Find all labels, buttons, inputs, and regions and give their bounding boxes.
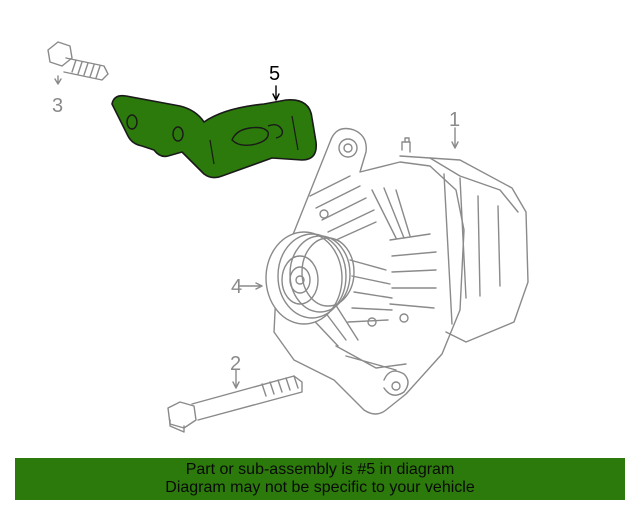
footer-line-disclaimer: Diagram may not be specific to your vehi… <box>165 479 475 496</box>
bracket-icon[interactable] <box>111 85 318 179</box>
bolt-small-icon[interactable] <box>47 41 109 85</box>
pulley-icon[interactable] <box>239 231 355 325</box>
footer-banner: Part or sub-assembly is #5 in diagram Di… <box>15 458 625 500</box>
callout-part-2: 2 <box>230 353 242 375</box>
callout-part-3: 3 <box>52 95 64 117</box>
footer-line-part: Part or sub-assembly is #5 in diagram <box>185 461 455 478</box>
alternator-icon[interactable] <box>273 127 529 415</box>
callout-part-4: 4 <box>231 276 243 298</box>
callout-part-1: 1 <box>449 109 461 131</box>
bolt-long-icon[interactable] <box>167 369 303 433</box>
callout-part-5: 5 <box>269 63 281 85</box>
